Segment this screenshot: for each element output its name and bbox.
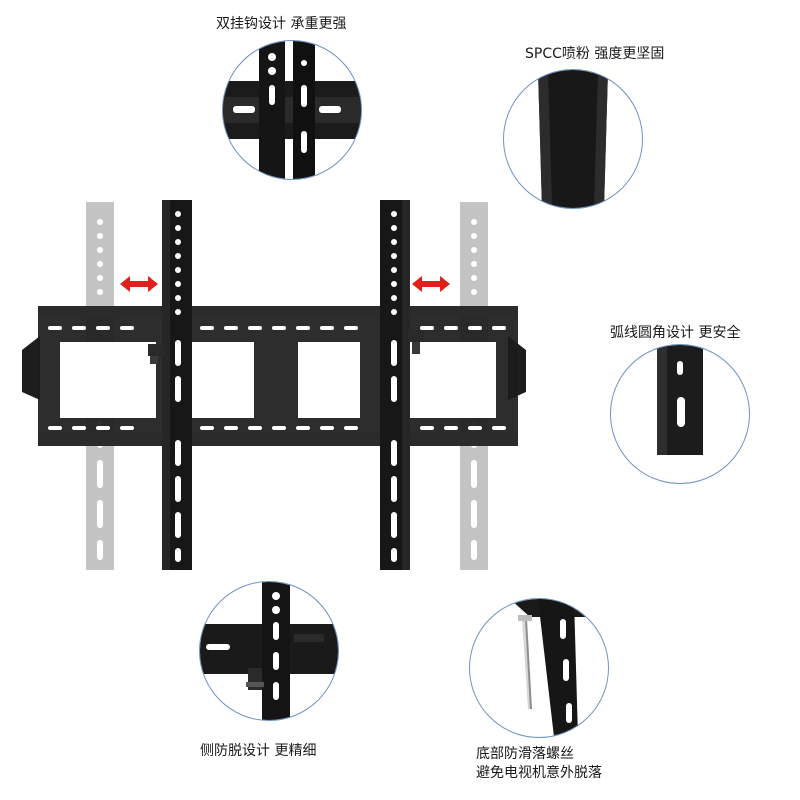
screw-label-line2: 避免电视机意外脱落 — [476, 765, 602, 781]
screw-label-line1: 底部防滑落螺丝 — [476, 746, 574, 762]
side-guard-label: 侧防脱设计 更精细 — [200, 743, 317, 759]
rounded-corner-detail — [610, 344, 750, 484]
spcc-label: SPCC喷粉 强度更坚固 — [525, 46, 665, 62]
spcc-detail — [503, 69, 643, 209]
double-hook-label: 双挂钩设计 承重更强 — [216, 16, 347, 32]
vertical-arm-right — [380, 200, 424, 570]
adjust-arrow-right-icon — [412, 276, 450, 292]
wall-plate — [22, 306, 526, 446]
adjust-arrow-left-icon — [120, 276, 158, 292]
double-hook-detail — [222, 40, 362, 180]
anti-slip-screw-detail — [469, 598, 609, 738]
side-guard-detail — [199, 581, 339, 721]
rounded-corner-label: 弧线圆角设计 更安全 — [610, 325, 741, 341]
vertical-arm-left — [148, 200, 192, 570]
